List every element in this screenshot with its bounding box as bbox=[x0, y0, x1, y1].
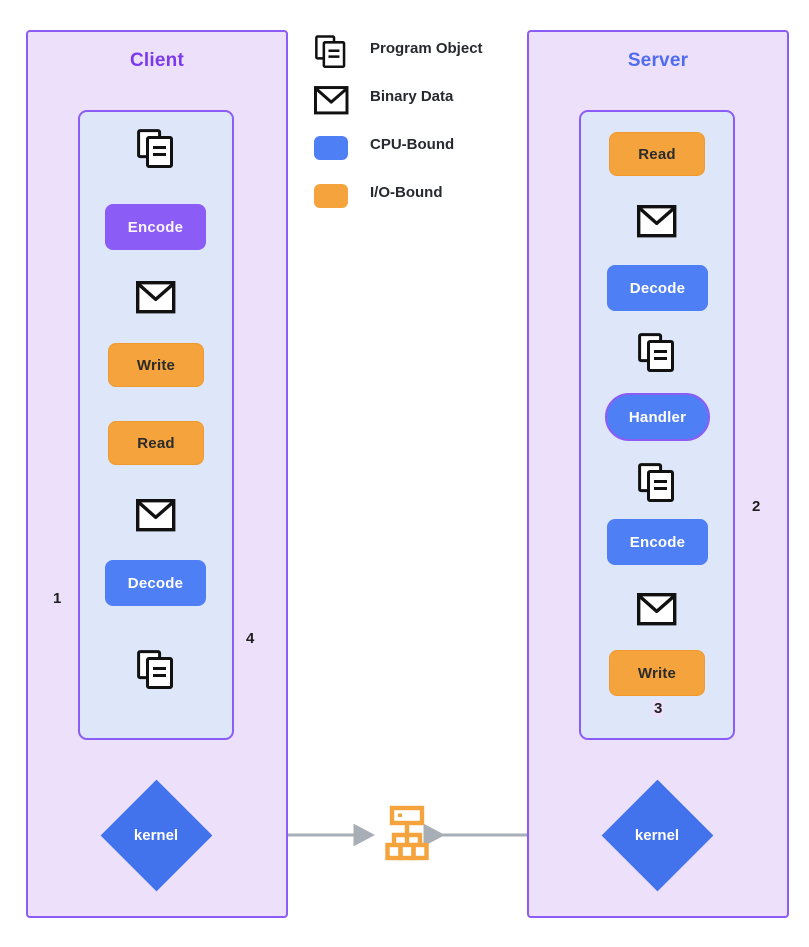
cpu-bound-swatch bbox=[312, 132, 350, 164]
client-read-label: Read bbox=[137, 434, 175, 452]
binary-data-icon bbox=[136, 281, 176, 319]
client-write-node[interactable]: Write bbox=[108, 343, 204, 387]
legend-item-io-bound: I/O-Bound bbox=[312, 180, 527, 228]
legend-label-cpu-bound: CPU-Bound bbox=[370, 136, 455, 153]
binary-data-icon bbox=[312, 84, 350, 116]
program-object-icon bbox=[137, 650, 175, 695]
server-kernel-label: kernel bbox=[634, 826, 680, 844]
flow-label-2: 2 bbox=[750, 498, 763, 515]
client-write-label: Write bbox=[136, 356, 176, 374]
program-object-icon bbox=[137, 129, 175, 174]
flow-label-3: 3 bbox=[652, 700, 665, 717]
server-decode-label: Decode bbox=[629, 279, 686, 297]
client-title: Client bbox=[130, 50, 184, 71]
client-read-node[interactable]: Read bbox=[108, 421, 204, 465]
io-bound-swatch bbox=[312, 180, 350, 212]
server-read-node[interactable]: Read bbox=[609, 132, 705, 176]
legend-item-cpu-bound: CPU-Bound bbox=[312, 132, 527, 180]
legend-item-program-object: Program Object bbox=[312, 35, 527, 84]
legend-item-binary-data: Binary Data bbox=[312, 84, 527, 132]
program-object-icon bbox=[638, 463, 676, 508]
binary-data-icon bbox=[136, 499, 176, 537]
client-encode-node[interactable]: Encode bbox=[105, 204, 206, 250]
client-kernel-label: kernel bbox=[133, 826, 179, 844]
server-handler-node[interactable]: Handler bbox=[605, 393, 710, 441]
client-decode-label: Decode bbox=[127, 574, 184, 592]
server-write-label: Write bbox=[637, 664, 677, 682]
server-write-node[interactable]: Write bbox=[609, 650, 705, 696]
network-sitemap-icon bbox=[382, 805, 432, 870]
legend-label-binary-data: Binary Data bbox=[370, 88, 454, 105]
legend-label-program-object: Program Object bbox=[370, 40, 483, 57]
legend-label-io-bound: I/O-Bound bbox=[370, 184, 443, 201]
binary-data-icon bbox=[637, 593, 677, 631]
server-encode-node[interactable]: Encode bbox=[607, 519, 708, 565]
server-decode-node[interactable]: Decode bbox=[607, 265, 708, 311]
server-kernel-node[interactable]: kernel bbox=[601, 779, 713, 891]
server-read-label: Read bbox=[638, 145, 676, 163]
client-decode-node[interactable]: Decode bbox=[105, 560, 206, 606]
server-title: Server bbox=[627, 50, 689, 71]
client-kernel-node[interactable]: kernel bbox=[100, 779, 212, 891]
program-object-icon bbox=[312, 35, 350, 68]
program-object-icon bbox=[638, 333, 676, 378]
flow-label-4: 4 bbox=[244, 630, 257, 647]
flow-label-1: 1 bbox=[51, 590, 64, 607]
legend: Program Object Binary Data CPU-Bound I/O… bbox=[312, 35, 527, 228]
server-handler-label: Handler bbox=[628, 408, 687, 426]
client-encode-label: Encode bbox=[127, 218, 184, 236]
binary-data-icon bbox=[637, 205, 677, 243]
server-encode-label: Encode bbox=[629, 533, 686, 551]
